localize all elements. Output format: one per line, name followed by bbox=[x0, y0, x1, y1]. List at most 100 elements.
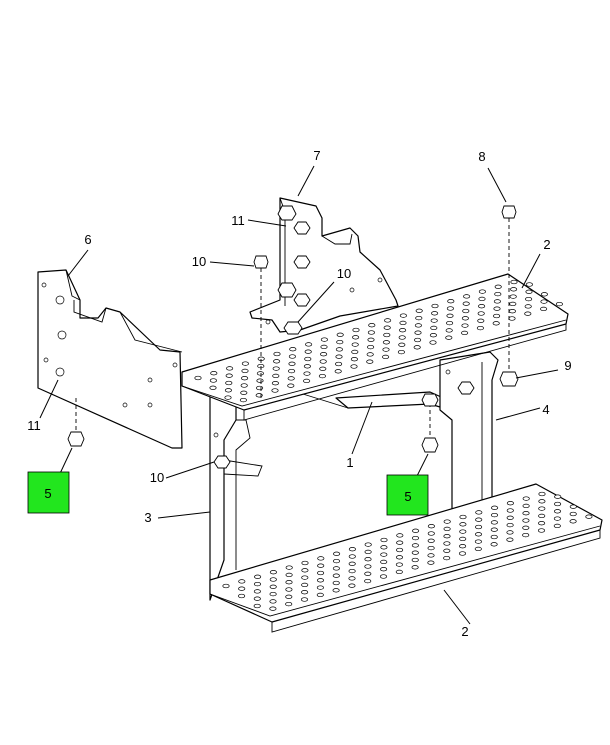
tread-perforation bbox=[540, 306, 548, 312]
tread-perforation bbox=[364, 557, 372, 562]
tread-perforation bbox=[398, 335, 406, 340]
tread-perforation bbox=[383, 332, 391, 338]
tread-perforation bbox=[585, 514, 593, 519]
tread-perforation bbox=[445, 335, 453, 340]
tread-perforation bbox=[474, 546, 482, 552]
tread-perforation bbox=[304, 349, 312, 354]
tread-perforation bbox=[225, 380, 233, 386]
tread-perforation bbox=[427, 524, 435, 529]
tread-perforation bbox=[461, 323, 469, 328]
upper-bracket bbox=[249, 197, 399, 335]
tread-perforation bbox=[288, 368, 296, 374]
tread-perforation bbox=[396, 540, 404, 545]
tread-perforation bbox=[538, 521, 546, 526]
tread-perforation bbox=[399, 320, 407, 326]
tread-perforation bbox=[335, 361, 343, 367]
tread-perforation bbox=[269, 577, 277, 582]
tread-perforation bbox=[303, 378, 311, 384]
callout-9: 9 bbox=[564, 358, 571, 373]
tread-perforation bbox=[348, 561, 356, 566]
tread-perforation bbox=[553, 509, 562, 514]
tread-perforation bbox=[431, 311, 439, 316]
right-vertical-support bbox=[439, 351, 499, 515]
tread-perforation bbox=[320, 352, 328, 357]
tread-perforation bbox=[334, 369, 342, 374]
tread-perforation bbox=[446, 313, 454, 318]
tread-perforation bbox=[446, 306, 454, 311]
tread-perforation bbox=[522, 503, 530, 509]
tread-perforation bbox=[348, 576, 356, 581]
tread-perforation bbox=[525, 289, 533, 294]
tread-perforation bbox=[336, 339, 344, 345]
tread-perforation bbox=[348, 554, 356, 559]
callout-4: 4 bbox=[542, 402, 549, 417]
tread-perforation bbox=[506, 537, 514, 542]
tread-perforation bbox=[380, 559, 388, 565]
tread-perforation bbox=[240, 383, 248, 388]
tread-perforation bbox=[364, 578, 372, 584]
tread-perforation bbox=[350, 364, 358, 369]
tread-perforation bbox=[493, 306, 501, 311]
tread-perforation bbox=[508, 309, 516, 314]
tread-perforation bbox=[209, 385, 217, 390]
tread-perforation bbox=[446, 320, 454, 326]
tread-perforation bbox=[431, 303, 439, 309]
tread-perforation bbox=[396, 533, 404, 538]
tread-perforation bbox=[238, 586, 246, 591]
tread-perforation bbox=[414, 337, 422, 343]
tread-perforation bbox=[241, 368, 249, 374]
tread-perforation bbox=[350, 357, 358, 362]
tread-perforation bbox=[395, 569, 403, 575]
tread-perforation bbox=[411, 565, 419, 570]
tread-perforation bbox=[443, 555, 451, 561]
callout-7: 7 bbox=[313, 148, 320, 163]
tread-perforation bbox=[352, 335, 360, 340]
tread-perforation bbox=[506, 515, 514, 520]
tread-perforation bbox=[241, 361, 249, 366]
tread-perforation bbox=[300, 597, 309, 602]
tread-perforation bbox=[411, 543, 419, 548]
tread-perforation bbox=[209, 378, 217, 383]
tread-perforation bbox=[445, 328, 453, 333]
leader-lines bbox=[39, 165, 559, 625]
tread-perforation bbox=[490, 512, 499, 518]
tread-perforation bbox=[366, 352, 374, 357]
tread-perforation bbox=[522, 496, 530, 501]
tread-perforation bbox=[301, 590, 309, 595]
tread-perforation bbox=[569, 504, 577, 509]
tread-perforation bbox=[458, 551, 467, 556]
callout-10-lower: 10 bbox=[150, 470, 164, 485]
tread-perforation bbox=[427, 545, 435, 551]
tread-perforation bbox=[253, 596, 261, 601]
tread-perforation bbox=[320, 337, 328, 342]
tread-perforation bbox=[525, 282, 533, 287]
tread-perforation bbox=[348, 547, 356, 552]
tread-perforation bbox=[510, 287, 518, 292]
tread-perforation bbox=[241, 376, 249, 381]
tread-perforation bbox=[238, 593, 246, 599]
tread-perforation bbox=[554, 501, 562, 507]
tread-perforation bbox=[494, 284, 502, 289]
tread-perforation bbox=[477, 318, 485, 323]
tread-perforation bbox=[364, 571, 372, 576]
tread-perforation bbox=[316, 585, 324, 590]
callout-11-lower: 11 bbox=[27, 418, 41, 433]
tread-perforation bbox=[303, 364, 311, 369]
tread-perforation bbox=[301, 568, 309, 573]
tread-perforation bbox=[269, 584, 277, 589]
tread-perforation bbox=[427, 553, 435, 558]
callout-2-lower: 2 bbox=[461, 624, 468, 639]
callout-8: 8 bbox=[478, 149, 485, 164]
callout-11-upper: 11 bbox=[231, 213, 245, 228]
tread-perforation bbox=[335, 347, 343, 352]
tread-perforation bbox=[285, 580, 293, 585]
tread-perforation bbox=[271, 388, 279, 393]
tread-perforation bbox=[285, 601, 293, 607]
tread-perforation bbox=[271, 381, 279, 386]
tread-perforation bbox=[240, 390, 248, 395]
tread-perforation bbox=[538, 513, 546, 519]
tread-perforation bbox=[493, 299, 501, 304]
tread-perforation bbox=[332, 558, 341, 564]
tread-perforation bbox=[210, 371, 218, 376]
right-nut bbox=[421, 393, 439, 453]
